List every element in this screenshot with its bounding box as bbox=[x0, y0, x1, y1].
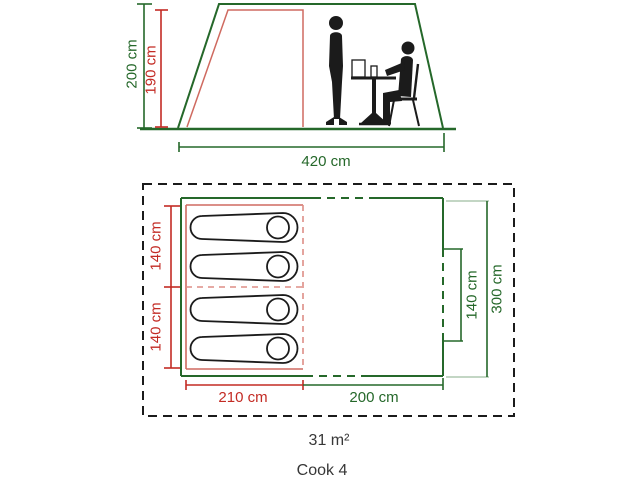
table bbox=[351, 59, 396, 126]
inner-room-outline bbox=[180, 197, 444, 377]
bed-length-label: 210 cm bbox=[218, 389, 267, 406]
outer-height-label: 200 cm bbox=[124, 39, 141, 88]
pillow-3 bbox=[266, 297, 290, 322]
pillow-2 bbox=[266, 254, 290, 279]
dimension-bed-widths: 140 cm 140 cm bbox=[148, 205, 180, 369]
seated-person-foot bbox=[379, 121, 391, 125]
sleeping-bag-3 bbox=[189, 294, 299, 325]
bed-width-upper-label: 140 cm bbox=[148, 221, 165, 270]
table-pedestal bbox=[372, 79, 376, 115]
standing-person-feet bbox=[326, 117, 347, 125]
entrance-width-label: 140 cm bbox=[464, 270, 481, 319]
standing-person-body bbox=[329, 32, 343, 119]
area-label: 31 m² bbox=[309, 432, 351, 449]
sleeping-bag-4 bbox=[189, 333, 299, 364]
seated-person-head bbox=[401, 41, 415, 55]
living-length-label: 200 cm bbox=[349, 389, 398, 406]
floor-plan-view: 140 cm 140 cm 210 cm 200 cm 140 cm 300 c… bbox=[142, 183, 515, 417]
bed-width-lower-label: 140 cm bbox=[148, 302, 165, 351]
sleeping-bag-1 bbox=[189, 212, 299, 243]
total-depth-label: 300 cm bbox=[489, 264, 506, 313]
seated-person-legs bbox=[383, 90, 402, 123]
model-name-label: Cook 4 bbox=[297, 462, 348, 479]
dimension-entrance-width: 140 cm bbox=[444, 248, 481, 342]
total-width-label: 420 cm bbox=[301, 153, 350, 170]
dimension-total-width: 420 cm bbox=[178, 133, 445, 170]
pillow-4 bbox=[266, 336, 290, 361]
dimension-bed-length: 210 cm bbox=[185, 380, 304, 406]
sleeping-bags bbox=[189, 212, 299, 364]
cup-on-table bbox=[370, 65, 378, 78]
dimension-living-length: 200 cm bbox=[303, 378, 444, 406]
table-base bbox=[361, 113, 387, 123]
sleeping-cabin-outline bbox=[185, 204, 304, 370]
dimension-inner-height: 190 cm bbox=[143, 9, 168, 128]
standing-person-head bbox=[329, 16, 343, 30]
box-on-table bbox=[351, 59, 366, 78]
inner-height-label: 190 cm bbox=[143, 45, 160, 94]
inner-tent-profile bbox=[186, 9, 304, 128]
dimension-outer-height: 200 cm bbox=[124, 3, 152, 129]
seated-person-body bbox=[398, 56, 413, 97]
footprint-outline-dashed bbox=[142, 183, 515, 417]
chair-rear-leg bbox=[412, 99, 420, 127]
chair-backrest bbox=[412, 63, 420, 99]
side-elevation-view: 200 cm 190 cm 420 cm bbox=[124, 3, 456, 170]
pillow-1 bbox=[266, 215, 290, 240]
seated-person-arm bbox=[385, 62, 405, 76]
seated-person-silhouette bbox=[379, 41, 415, 125]
standing-person-silhouette bbox=[326, 16, 347, 125]
sleeping-bag-2 bbox=[189, 251, 299, 282]
dimension-total-depth: 300 cm bbox=[446, 200, 506, 378]
tent-outer-profile bbox=[177, 3, 444, 129]
